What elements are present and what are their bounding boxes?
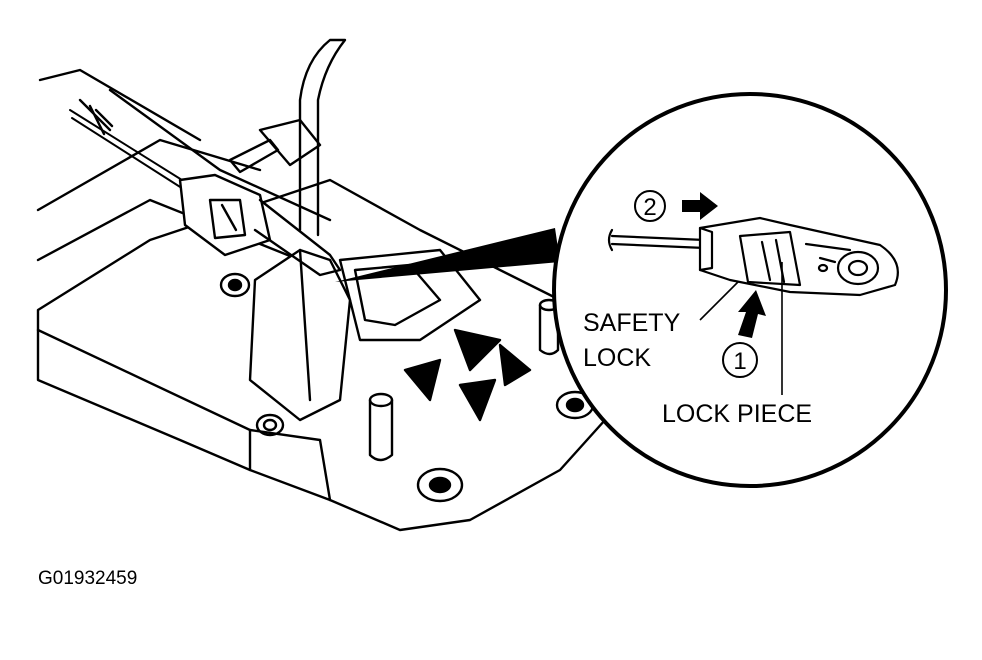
shift-cable xyxy=(69,109,191,186)
safety-lock-label-line1: SAFETY xyxy=(583,309,681,337)
detail-cable-end xyxy=(698,216,899,297)
shifter-assembly xyxy=(36,38,607,532)
shift-lever xyxy=(298,38,347,237)
step-1-circle xyxy=(722,342,758,378)
safety-lock-leader xyxy=(699,281,739,321)
arrow-step-2 xyxy=(682,192,718,220)
detail-view: 2 1 SAFETY LOCK LOCK PIECE xyxy=(552,92,948,488)
lock-piece-label: LOCK PIECE xyxy=(662,400,812,428)
magnify-pointer xyxy=(335,228,560,282)
safety-lock-label-line2: LOCK xyxy=(583,344,651,372)
step-2-circle xyxy=(634,190,666,222)
arrow-step-1 xyxy=(738,290,766,338)
figure-code: G01932459 xyxy=(38,568,137,589)
step-2-number: 2 xyxy=(643,194,656,221)
bracket xyxy=(248,248,352,422)
step-1-number: 1 xyxy=(733,348,746,375)
